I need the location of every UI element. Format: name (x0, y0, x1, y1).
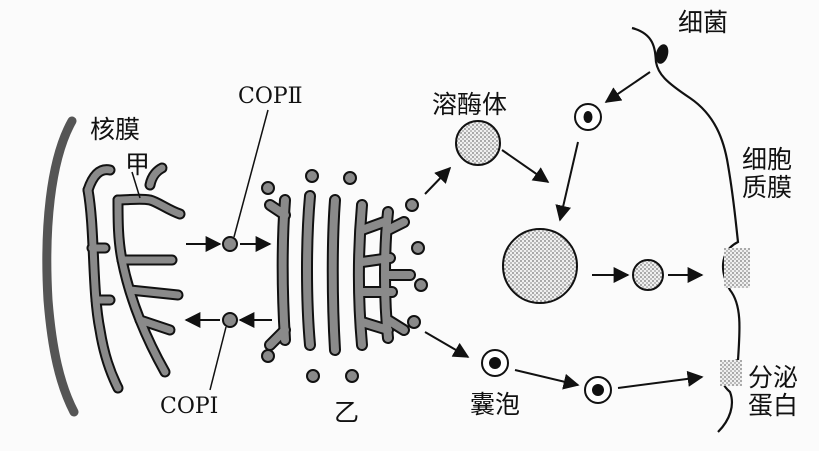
golgi-apparatus (264, 190, 416, 356)
cop2-vesicle (222, 236, 238, 252)
label-cop2: COPⅡ (238, 84, 303, 109)
label-cell-membrane-line2: 质膜 (742, 173, 793, 202)
label-jia: 甲 (125, 150, 151, 179)
cop1-leader-line (209, 326, 227, 391)
arrow-phagosome-to-fusion (555, 141, 579, 222)
arrow-vesicle-to-next (514, 369, 580, 390)
arrow-golgi-to-vesicle (424, 331, 470, 358)
engulfed-bacterium (583, 111, 593, 123)
jia-leader-line (131, 171, 141, 199)
secreted-protein-patch (720, 360, 742, 386)
golgi-vesicles (261, 169, 428, 383)
label-nuclear-membrane: 核膜 (90, 115, 141, 144)
arrow-vesicle-to-membrane (617, 370, 704, 389)
label-lysosome: 溶酶体 (432, 90, 508, 119)
label-cell-membrane: 细胞 质膜 (742, 146, 802, 202)
cop2-leader-line (233, 109, 269, 238)
secondary-lysosome (502, 228, 578, 304)
residual-vesicle (632, 259, 664, 291)
label-yi: 乙 (334, 398, 360, 427)
label-vesicle: 囊泡 (470, 390, 521, 419)
label-bacteria: 细菌 (678, 8, 729, 37)
lysosome (455, 120, 501, 166)
nuclear-envelope-arc (42, 116, 79, 417)
endoplasmic-reticulum-fill (84, 164, 184, 392)
secretory-vesicle-core (489, 357, 501, 369)
label-cell-membrane-line1: 细胞 (742, 145, 793, 174)
secretory-vesicle-2-core (592, 384, 604, 396)
bacterium (655, 44, 669, 64)
label-secretory-line2: 蛋白 (748, 391, 799, 420)
arrow-golgi-to-lysosome (424, 166, 452, 195)
arrow-lysosome-to-fusion (501, 149, 550, 183)
label-secretory-line1: 分泌 (748, 363, 799, 392)
label-cop1: COPⅠ (160, 394, 219, 419)
exocytosis-patch (724, 248, 750, 288)
label-secretory-protein: 分泌 蛋白 (748, 364, 808, 420)
cop1-vesicle (222, 312, 238, 328)
arrow-bacterium-to-phagosome (604, 71, 651, 103)
